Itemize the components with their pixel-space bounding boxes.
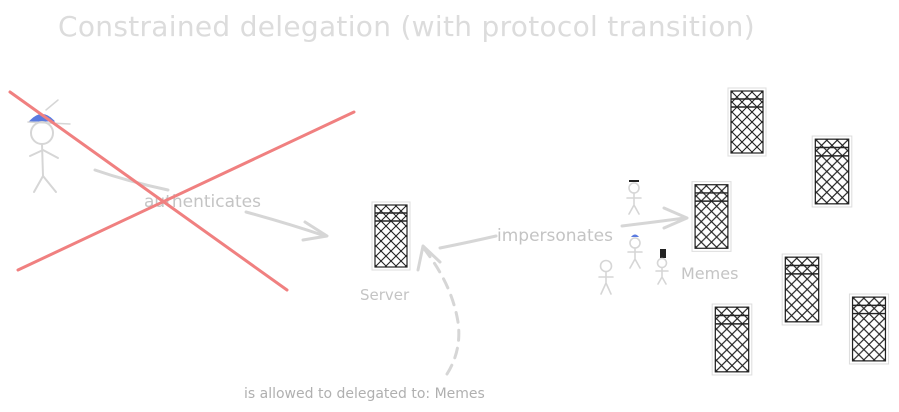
server-icon (711, 303, 753, 376)
server-icon (727, 87, 767, 157)
server-icon (371, 201, 411, 271)
diagram-title: Constrained delegation (with protocol tr… (58, 10, 755, 43)
memes-label: Memes (681, 264, 738, 283)
memes-users-icon (598, 180, 669, 295)
server-icon (811, 135, 853, 208)
user-figure-icon (27, 99, 71, 193)
delegation-note: is allowed to delegated to: Memes (244, 386, 485, 402)
server-icon (781, 253, 823, 326)
delegation-dashed-arrow (416, 244, 461, 376)
red-cross-mark (8, 90, 356, 292)
authenticates-arrow (93, 168, 329, 242)
server-icon (691, 180, 732, 253)
impersonates-arrow (438, 206, 689, 250)
impersonates-label: impersonates (497, 226, 613, 246)
server-cluster (691, 87, 890, 376)
server-icon (848, 293, 890, 365)
server-label: Server (360, 286, 410, 304)
